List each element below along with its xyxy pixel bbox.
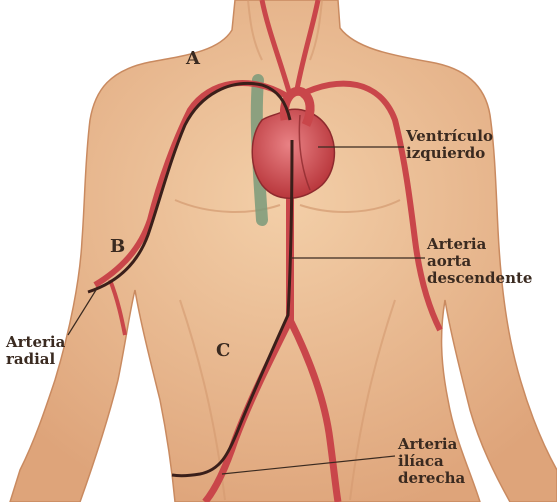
marker-a: A	[186, 50, 200, 68]
label-arteria-iliaca-derecha: Arteria ilíaca derecha	[398, 436, 465, 487]
marker-b: B	[110, 238, 125, 256]
label-arteria-radial: Arteria radial	[6, 334, 65, 368]
label-ventriculo-izquierdo: Ventrículo izquierdo	[406, 128, 493, 162]
label-arteria-aorta-descendente: Arteria aorta descendente	[427, 236, 532, 287]
marker-c: C	[216, 342, 230, 360]
